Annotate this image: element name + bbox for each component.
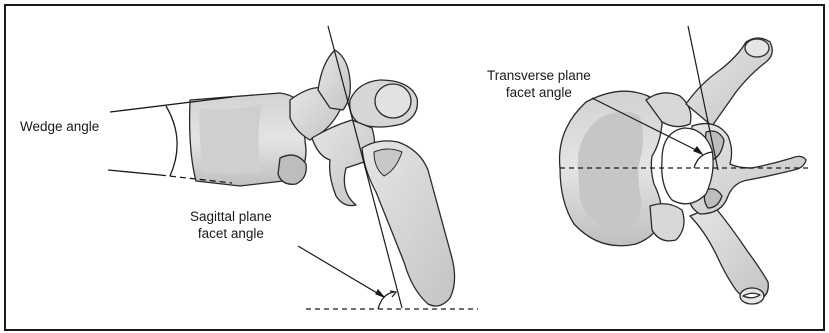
transverse-facet-angle-label: Transverse plane facet angle (487, 67, 591, 101)
transverse-process-tip (375, 84, 411, 118)
lateral-vertebra (190, 50, 455, 306)
wedge-angle-text: Wedge angle (20, 118, 99, 135)
sagittal-leader-arrowhead (376, 290, 384, 297)
transverse-label-line1: Transverse plane (487, 67, 591, 84)
sagittal-leader-line (298, 246, 382, 296)
transverse-label-line2: facet angle (487, 84, 591, 101)
sagittal-label-line2: facet angle (190, 225, 272, 242)
inferior-articular-process (278, 155, 306, 184)
sagittal-label-line1: Sagittal plane (190, 208, 272, 225)
wedge-angle-arc (166, 106, 177, 176)
wedge-angle-label: Wedge angle (20, 118, 99, 135)
axial-vertebra (560, 38, 806, 304)
sagittal-facet-angle-label: Sagittal plane facet angle (190, 208, 272, 242)
wedge-lower-line (108, 170, 160, 175)
axial-transverse-process-lower (690, 206, 768, 300)
axial-pedicle-lower (650, 204, 684, 241)
sagittal-angle-arrowhead (390, 291, 396, 297)
axial-transverse-tip-upper (745, 39, 769, 57)
vertebral-body-shade (200, 104, 263, 174)
spinal-canal (662, 128, 713, 204)
